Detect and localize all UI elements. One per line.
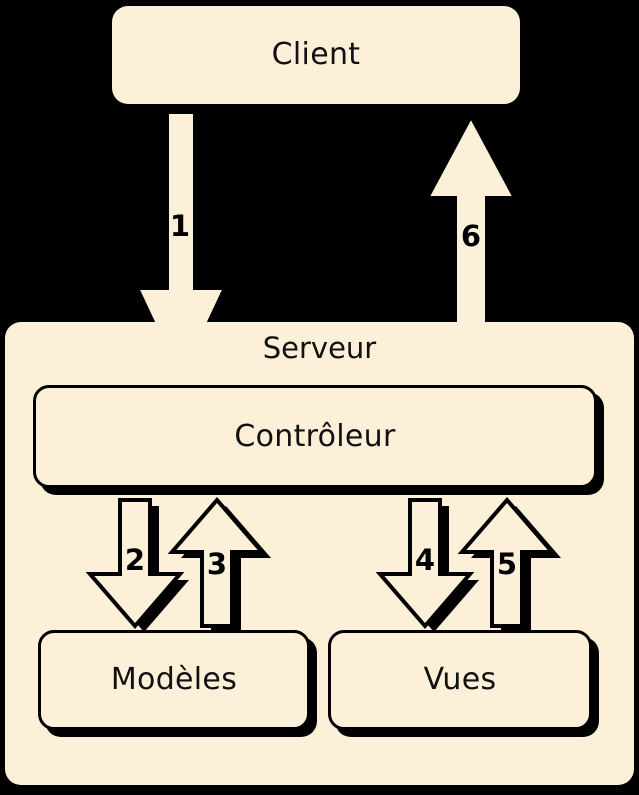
arrow-2-number: 2 <box>124 543 146 577</box>
node-client[interactable]: Client <box>112 6 520 104</box>
arrow-5-number: 5 <box>496 547 518 581</box>
node-modeles[interactable]: Modèles <box>38 630 310 730</box>
node-modeles-label: Modèles <box>110 662 238 697</box>
arrow-controleur-to-modeles: 2 <box>85 496 189 632</box>
arrow-6-number: 6 <box>460 219 482 253</box>
node-vues[interactable]: Vues <box>328 630 592 730</box>
node-vues-label: Vues <box>423 662 497 697</box>
node-controleur-label: Contrôleur <box>234 418 396 454</box>
arrow-4-number: 4 <box>414 543 436 577</box>
node-controleur[interactable]: Contrôleur <box>33 385 597 488</box>
node-client-label: Client <box>271 37 361 72</box>
arrow-modeles-to-controleur: 3 <box>167 496 271 632</box>
arrow-1-number: 1 <box>169 209 191 243</box>
arrow-vues-to-controleur: 5 <box>457 496 561 632</box>
arrow-3-number: 3 <box>206 547 228 581</box>
arrow-controleur-to-client: 6 <box>423 111 524 384</box>
arrow-controleur-to-vues: 4 <box>375 496 479 632</box>
